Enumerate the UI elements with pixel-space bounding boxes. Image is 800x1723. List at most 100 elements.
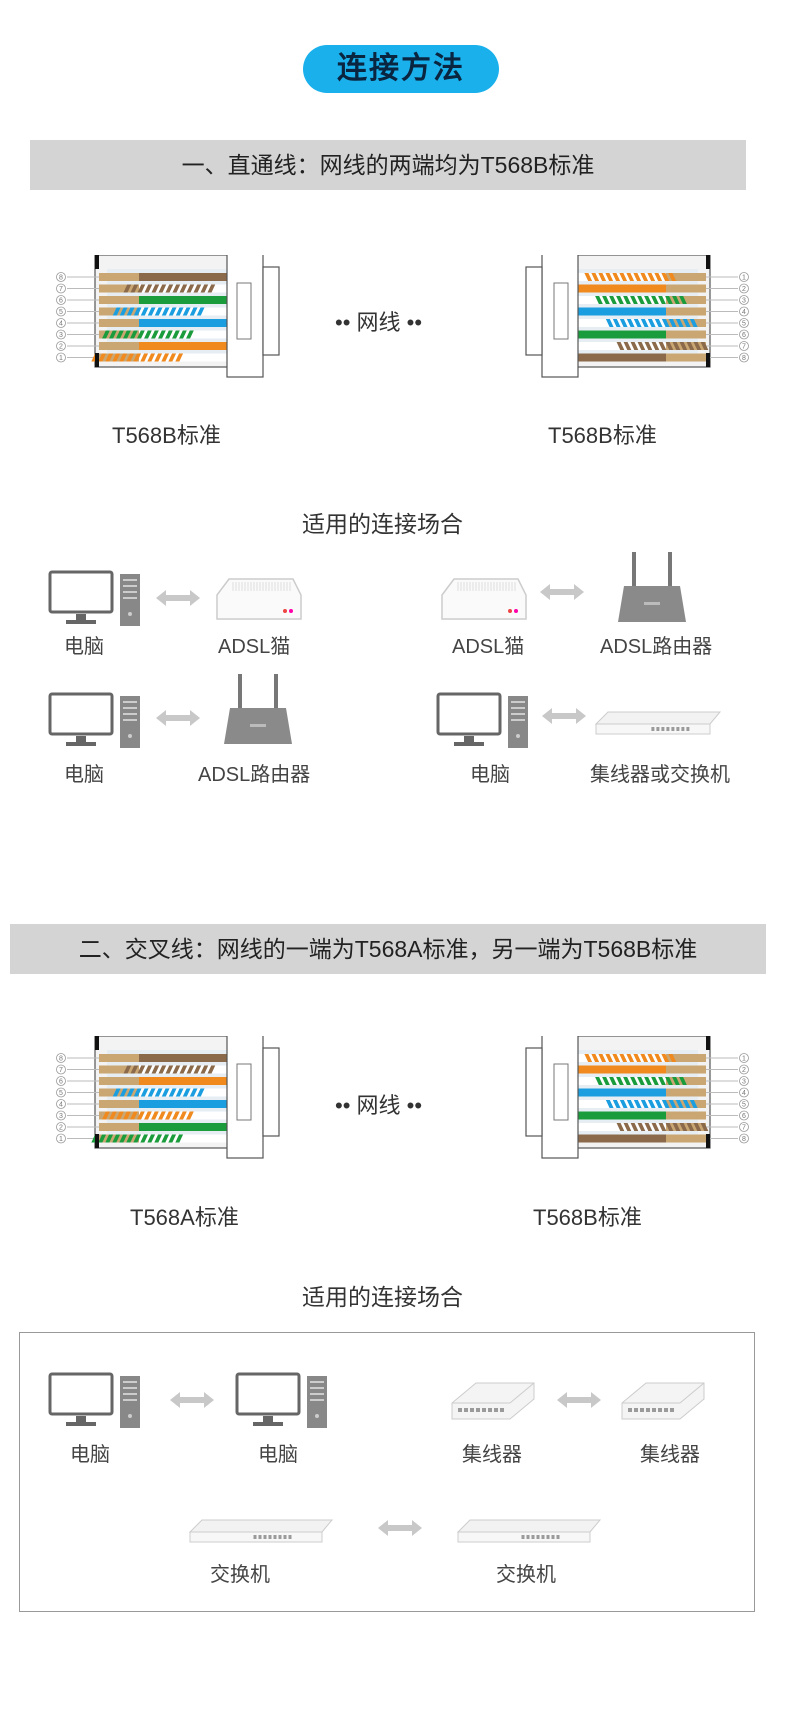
wire-contact (99, 1088, 139, 1097)
wire (139, 1134, 227, 1143)
pin-number-marker (739, 352, 749, 363)
wire-contact (666, 273, 706, 281)
wire-contact (99, 296, 139, 304)
svg-text:7: 7 (59, 1067, 63, 1074)
pin-number-marker (739, 306, 749, 317)
device-label: ADSL路由器 (600, 636, 713, 658)
double-arrow-icon (156, 710, 200, 726)
wire-contact (666, 307, 706, 316)
wire-contact (666, 296, 706, 304)
svg-text:3: 3 (59, 332, 63, 339)
svg-text:2: 2 (59, 1125, 63, 1132)
dots-left-icon: •• (335, 1093, 357, 1118)
pin-number-marker (56, 318, 66, 328)
wire (139, 342, 227, 350)
svg-text:3: 3 (59, 1113, 63, 1120)
wire-contact (666, 1065, 706, 1074)
svg-text:4: 4 (59, 1102, 63, 1109)
svg-text:1: 1 (742, 1056, 746, 1063)
pin-number-marker (56, 1122, 66, 1132)
pin-number-marker (56, 1087, 66, 1098)
svg-text:6: 6 (59, 1079, 63, 1086)
svg-text:7: 7 (742, 344, 746, 351)
svg-text:2: 2 (59, 344, 63, 351)
right-standard-label: T568B标准 (548, 423, 657, 448)
wire-contact (666, 1054, 706, 1062)
wire-contact (99, 273, 139, 281)
svg-text:4: 4 (59, 321, 63, 328)
section1-title: 一、直通线：网线的两端均为T568B标准 (30, 140, 746, 190)
pin-number-marker (739, 318, 749, 328)
pin-number-marker (739, 1064, 749, 1075)
svg-text:6: 6 (742, 332, 746, 339)
wire-contact (666, 1134, 706, 1143)
wire-contact (99, 1100, 139, 1108)
wire-contact (666, 1111, 706, 1120)
wire (578, 1111, 666, 1120)
dots-right-icon: •• (400, 1093, 423, 1118)
dots-left-icon: •• (335, 310, 357, 335)
svg-text:3: 3 (742, 298, 746, 305)
pin-number-marker (739, 295, 749, 305)
device-label: 电脑 (64, 636, 104, 658)
adsl-modem-icon (216, 578, 302, 620)
pin-number-marker (56, 329, 66, 340)
wire (139, 273, 227, 281)
switch-icon (188, 1519, 334, 1543)
pin-number-marker (739, 1076, 749, 1086)
device-label: 交换机 (210, 1564, 270, 1586)
dots-right-icon: •• (400, 310, 423, 335)
left-standard-label: T568B标准 (112, 423, 221, 448)
section2-title: 二、交叉线：网线的一端为T568A标准，另一端为T568B标准 (10, 924, 766, 974)
right-standard-label: T568B标准 (533, 1205, 642, 1230)
pin-number-marker (739, 1099, 749, 1109)
pin-number-marker (56, 1099, 66, 1109)
hub-icon (451, 1382, 535, 1420)
pin-number-marker (56, 306, 66, 317)
device-label: 电脑 (64, 764, 104, 786)
device-label: 电脑 (470, 764, 510, 786)
device-label: ADSL猫 (218, 636, 291, 658)
switch-icon (594, 711, 722, 735)
scenarios-title: 适用的连接场合 (302, 1284, 463, 1310)
wire (139, 296, 227, 304)
cable-label: •• 网线 •• (335, 310, 423, 335)
double-arrow-icon (170, 1392, 214, 1408)
wire (139, 353, 227, 362)
wire-contact (99, 319, 139, 327)
svg-text:6: 6 (742, 1113, 746, 1120)
svg-text:1: 1 (59, 355, 63, 362)
pin-number-marker (739, 272, 749, 282)
device-label: 电脑 (258, 1444, 298, 1466)
adsl-modem-icon (441, 578, 527, 620)
adsl-router-icon (618, 552, 686, 622)
wire (578, 284, 666, 293)
svg-text:2: 2 (742, 286, 746, 293)
svg-text:5: 5 (742, 1102, 746, 1109)
pc-icon (48, 692, 140, 748)
pin-number-marker (56, 341, 66, 351)
scenarios-title: 适用的连接场合 (302, 511, 463, 537)
wire (139, 1123, 227, 1131)
wire-contact (99, 1123, 139, 1131)
switch-icon (456, 1519, 602, 1543)
device-label: 交换机 (496, 1564, 556, 1586)
svg-text:5: 5 (742, 321, 746, 328)
wire (139, 1077, 227, 1085)
svg-text:7: 7 (59, 286, 63, 293)
adsl-router-icon (224, 674, 292, 744)
pin-number-marker (56, 1064, 66, 1075)
pin-number-marker (56, 1133, 66, 1144)
device-label: 集线器 (640, 1444, 700, 1466)
wire-contact (99, 1134, 139, 1143)
cable-label: •• 网线 •• (335, 1093, 423, 1118)
pin-number-marker (56, 1076, 66, 1086)
pin-number-marker (56, 283, 66, 294)
svg-text:8: 8 (59, 1056, 63, 1063)
wire-contact (666, 1123, 706, 1131)
wire-contact (666, 353, 706, 362)
svg-text:5: 5 (59, 309, 63, 316)
